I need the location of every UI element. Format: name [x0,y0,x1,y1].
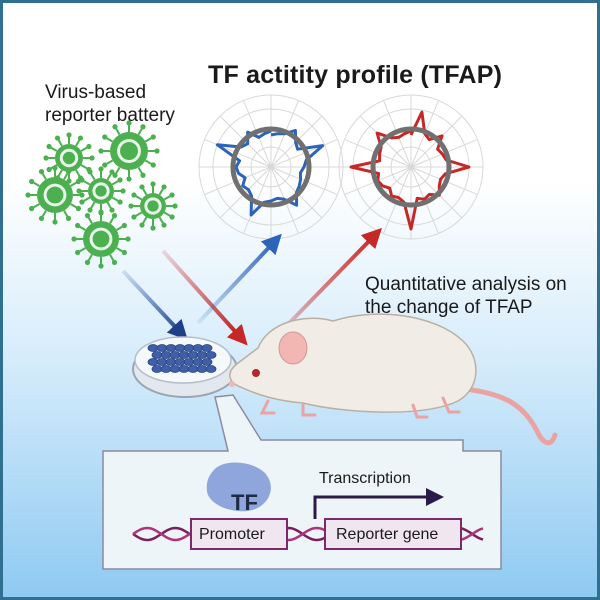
arrow-icon [161,249,248,346]
virus-icon [76,166,126,216]
transcription-label: Transcription [319,470,411,487]
arrow-icon [121,269,188,341]
promoter-label: Promoter [199,526,265,543]
arrow-icon [196,233,282,325]
virus-icon [128,181,178,231]
virus-icon-group [25,120,178,269]
radar-profile-red [338,94,484,240]
tf-label: TF [231,490,258,515]
virus-icon [25,165,85,225]
reporter-gene-box [324,518,462,550]
reporter-gene-label: Reporter gene [336,526,439,543]
virus-icon [71,209,131,269]
promoter-box [190,518,288,550]
mouse-icon [229,313,558,446]
virus-battery-label: Virus-based reporter battery [45,82,175,126]
tf-blob-icon [206,462,271,512]
illustration-canvas [25,94,558,570]
transcription-arrow-icon [313,488,444,519]
figure-title: TF actitity profile (TFAP) [208,61,503,89]
petri-dish-icon [132,336,238,398]
virus-icon [43,132,95,184]
quantitative-analysis-label: Quantitative analysis on the change of T… [365,274,567,318]
virus-icon [98,120,160,182]
radar-profile-blue [198,94,344,240]
